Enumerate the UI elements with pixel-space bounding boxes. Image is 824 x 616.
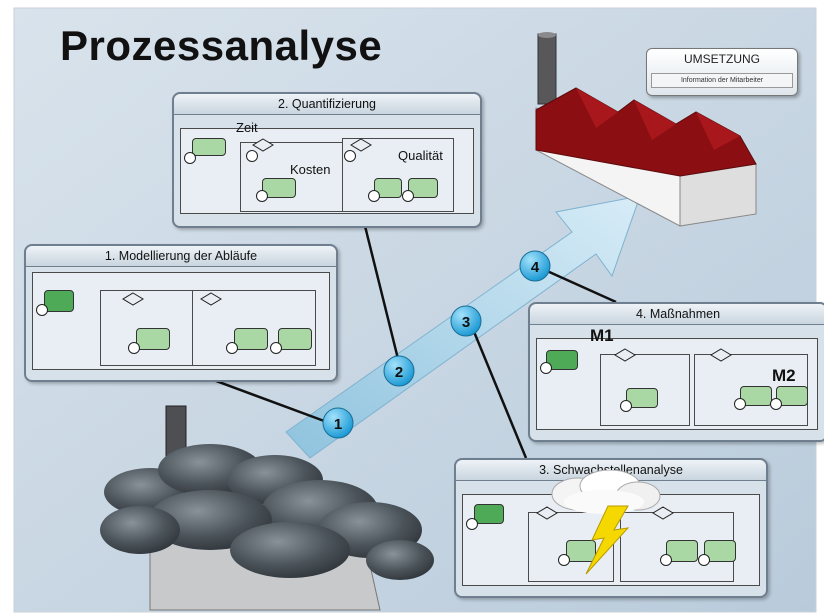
process-box	[374, 178, 402, 198]
umsetzung-subtitle: Information der Mitarbeiter	[651, 73, 793, 88]
panel-quantifizierung: 2. Quantifizierung Zeit Kosten Qualität	[172, 92, 482, 228]
process-box	[278, 328, 312, 350]
panel-massnahmen: 4. Maßnahmen M1 M2	[528, 302, 824, 442]
process-box	[44, 290, 74, 312]
gateway-diamond	[122, 292, 144, 306]
umsetzung-title: UMSETZUNG	[684, 52, 760, 66]
process-box	[666, 540, 698, 562]
process-box	[408, 178, 438, 198]
event-circle	[660, 554, 672, 566]
event-circle	[270, 342, 282, 354]
process-box	[566, 540, 596, 562]
panel-quantifizierung-title: 2. Quantifizierung	[174, 94, 480, 115]
event-circle	[558, 554, 570, 566]
label-m2: M2	[772, 366, 796, 385]
gateway-diamond	[710, 348, 732, 362]
process-box	[704, 540, 736, 562]
panel-massnahmen-title: 4. Maßnahmen	[530, 304, 824, 325]
process-box	[740, 386, 772, 406]
process-box	[136, 328, 170, 350]
lightning-icon	[551, 470, 661, 575]
event-circle	[256, 190, 268, 202]
event-circle	[128, 342, 140, 354]
page-title: Prozessanalyse	[60, 22, 383, 69]
gateway-diamond	[252, 138, 274, 152]
panel-schwachstellen: 3. Schwachstellenanalyse	[454, 458, 768, 598]
process-box	[546, 350, 578, 370]
panel-modellierung-title: 1. Modellierung der Abläufe	[26, 246, 336, 267]
gateway-diamond	[200, 292, 222, 306]
storm-cloud-icon	[100, 405, 434, 611]
connector-2	[363, 225, 402, 368]
event-circle	[540, 362, 552, 374]
event-circle	[226, 342, 238, 354]
process-box	[234, 328, 268, 350]
event-circle	[184, 152, 196, 164]
gateway-diamond	[536, 506, 558, 520]
event-circle	[344, 150, 356, 162]
event-circle	[402, 190, 414, 202]
gateway-diamond	[350, 138, 372, 152]
factory-icon	[535, 32, 757, 227]
label-m1: M1	[590, 326, 614, 345]
label-kosten: Kosten	[290, 162, 331, 177]
event-circle	[368, 190, 380, 202]
event-circle	[466, 518, 478, 530]
event-circle	[36, 304, 48, 316]
panel-modellierung: 1. Modellierung der Abläufe	[24, 244, 338, 382]
process-box	[474, 504, 504, 524]
gateway-diamond	[652, 506, 674, 520]
event-circle	[770, 398, 782, 410]
event-circle	[734, 398, 746, 410]
process-box	[192, 138, 226, 156]
event-circle	[620, 400, 632, 412]
process-box	[776, 386, 808, 406]
label-qualitaet: Qualität	[398, 148, 443, 163]
process-box	[626, 388, 658, 408]
connector-1	[199, 373, 336, 427]
umsetzung-box: UMSETZUNG Information der Mitarbeiter	[646, 48, 798, 96]
event-circle	[246, 150, 258, 162]
process-box	[262, 178, 296, 198]
label-zeit: Zeit	[236, 120, 258, 135]
gateway-diamond	[614, 348, 636, 362]
event-circle	[698, 554, 710, 566]
connector-3	[468, 321, 528, 459]
